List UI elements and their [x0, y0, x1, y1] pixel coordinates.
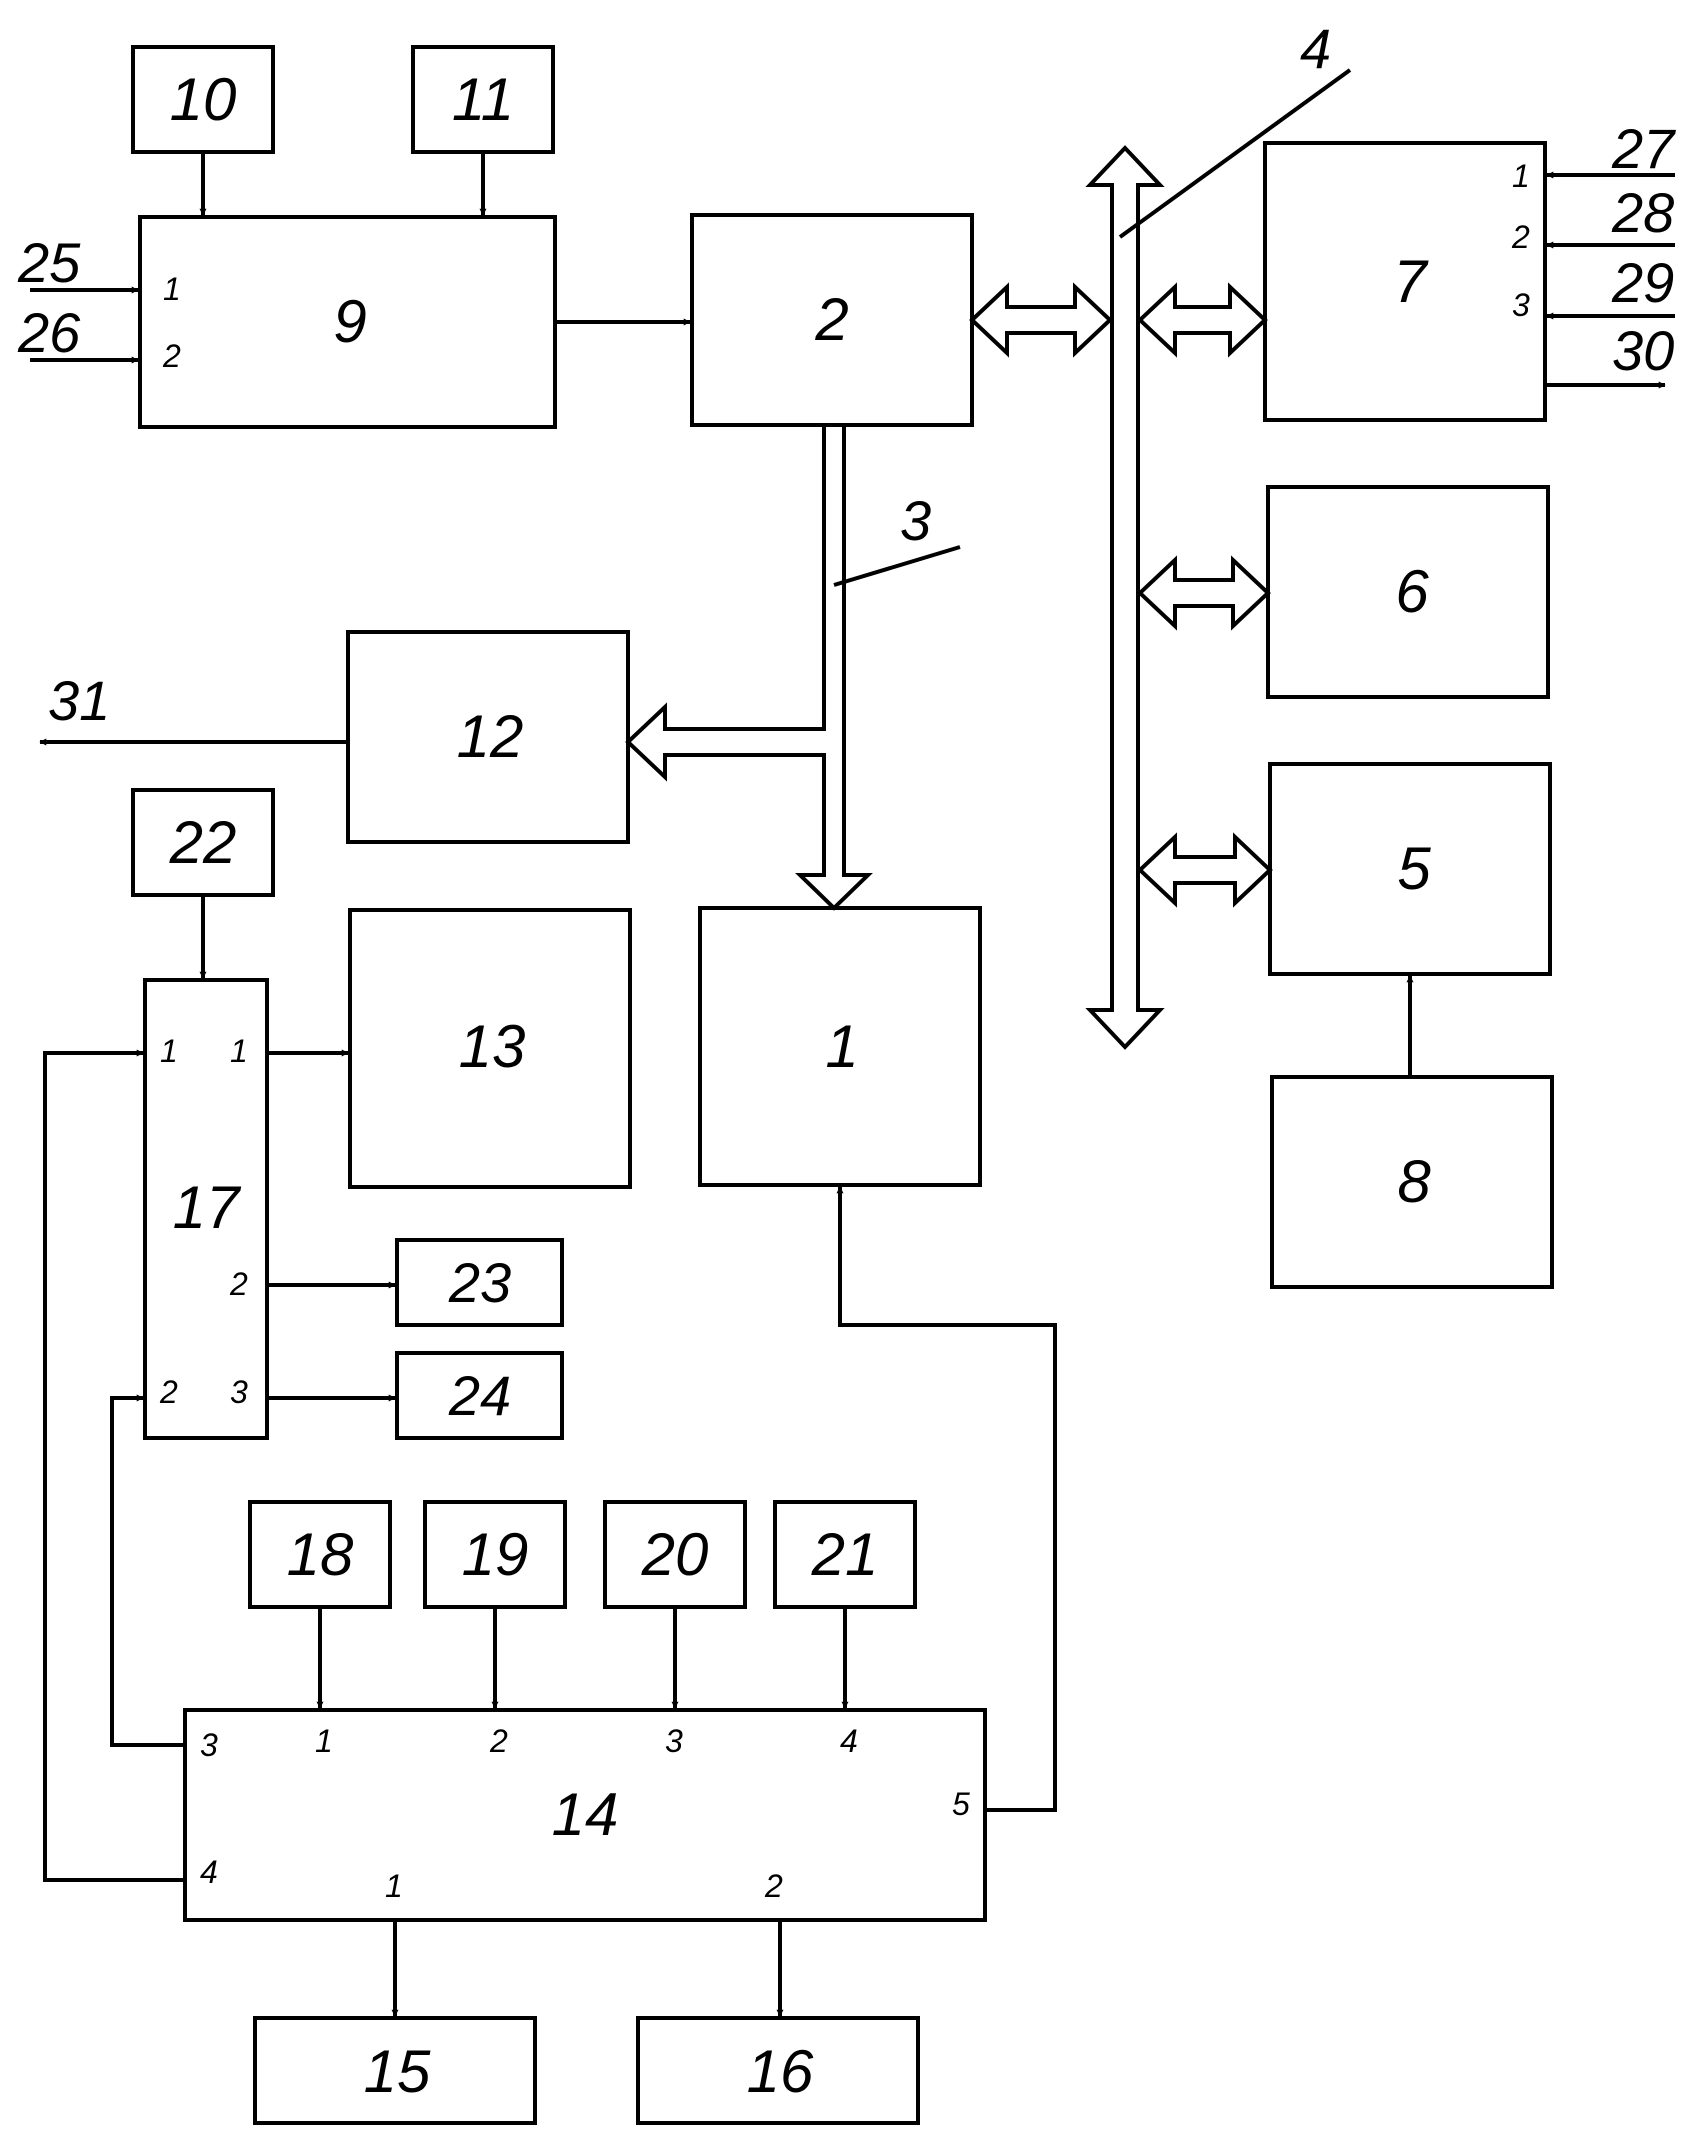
port-label: 2	[229, 1266, 248, 1302]
block-label: 22	[169, 809, 237, 876]
block-label: 21	[811, 1521, 879, 1588]
block-label: 10	[170, 66, 237, 133]
bus-3-leader	[834, 547, 960, 585]
block-label: 6	[1395, 558, 1429, 625]
signal-26-label: 26	[17, 301, 81, 364]
block-label: 13	[459, 1013, 526, 1080]
port-label: 4	[840, 1723, 858, 1759]
block-label: 12	[457, 703, 524, 770]
block-22: 22	[133, 790, 273, 895]
block-label: 15	[364, 2038, 431, 2105]
wire-14-3-to-17-2	[112, 1398, 185, 1745]
block-10: 10	[133, 47, 273, 152]
block-label: 5	[1397, 835, 1431, 902]
block-9: 9 1 2	[140, 217, 555, 427]
signal-28-label: 28	[1611, 181, 1674, 244]
block-label: 16	[747, 2038, 814, 2105]
port-label: 2	[159, 1374, 178, 1410]
block-14: 14 3 4 1 2 3 4 5 1 2	[185, 1710, 985, 1920]
block-6: 6	[1268, 487, 1548, 697]
block-11: 11	[413, 47, 553, 152]
block-label: 11	[452, 66, 514, 133]
bus-3	[628, 425, 868, 908]
bus-4-label: 4	[1300, 17, 1331, 80]
port-label: 4	[200, 1854, 218, 1890]
block-12: 12	[348, 632, 628, 842]
block-24: 24	[397, 1353, 562, 1438]
bus-arrow-4-5	[1140, 837, 1270, 903]
port-label: 3	[200, 1727, 218, 1763]
port-label: 1	[315, 1723, 333, 1759]
block-23: 23	[397, 1240, 562, 1325]
port-label: 2	[489, 1723, 508, 1759]
block-label: 1	[825, 1013, 858, 1080]
port-label: 1	[160, 1033, 178, 1069]
block-5: 5	[1270, 764, 1550, 974]
block-label: 23	[448, 1251, 511, 1314]
port-label: 2	[162, 338, 181, 374]
port-label: 1	[1512, 158, 1530, 194]
block-2: 2	[692, 215, 972, 425]
block-15: 15	[255, 2018, 535, 2123]
signal-25-label: 25	[17, 231, 81, 294]
port-label: 2	[764, 1868, 783, 1904]
block-7: 7 1 2 3	[1265, 143, 1545, 420]
block-17: 17 1 2 1 2 3	[145, 980, 267, 1438]
port-label: 3	[665, 1723, 683, 1759]
block-label: 8	[1397, 1148, 1431, 1215]
signal-29-label: 29	[1611, 251, 1674, 314]
block-label: 9	[333, 288, 366, 355]
block-label: 19	[462, 1521, 529, 1588]
signal-30-label: 30	[1612, 319, 1674, 382]
signal-27-label: 27	[1611, 117, 1676, 180]
bus-arrow-2-4	[972, 287, 1110, 353]
block-20: 20	[605, 1502, 745, 1607]
port-label: 1	[230, 1033, 248, 1069]
bus-arrow-4-7	[1140, 287, 1265, 353]
port-label: 5	[952, 1786, 970, 1822]
block-label: 14	[552, 1781, 619, 1848]
block-label: 18	[287, 1521, 354, 1588]
block-16: 16	[638, 2018, 918, 2123]
block-label: 20	[641, 1521, 709, 1588]
block-13: 13	[350, 910, 630, 1187]
bus-arrow-4-6	[1140, 560, 1268, 626]
block-19: 19	[425, 1502, 565, 1607]
block-1: 1	[700, 908, 980, 1185]
block-21: 21	[775, 1502, 915, 1607]
block-8: 8	[1272, 1077, 1552, 1287]
port-label: 1	[385, 1868, 403, 1904]
port-label: 3	[1512, 287, 1530, 323]
port-label: 2	[1511, 219, 1530, 255]
signal-31-label: 31	[48, 669, 110, 732]
port-label: 1	[163, 271, 181, 307]
block-18: 18	[250, 1502, 390, 1607]
port-label: 3	[230, 1374, 248, 1410]
block-label: 24	[448, 1364, 511, 1427]
bus-3-label: 3	[900, 489, 931, 552]
block-label: 2	[814, 286, 848, 353]
block-label: 17	[173, 1174, 242, 1241]
block-label: 7	[1393, 248, 1429, 315]
